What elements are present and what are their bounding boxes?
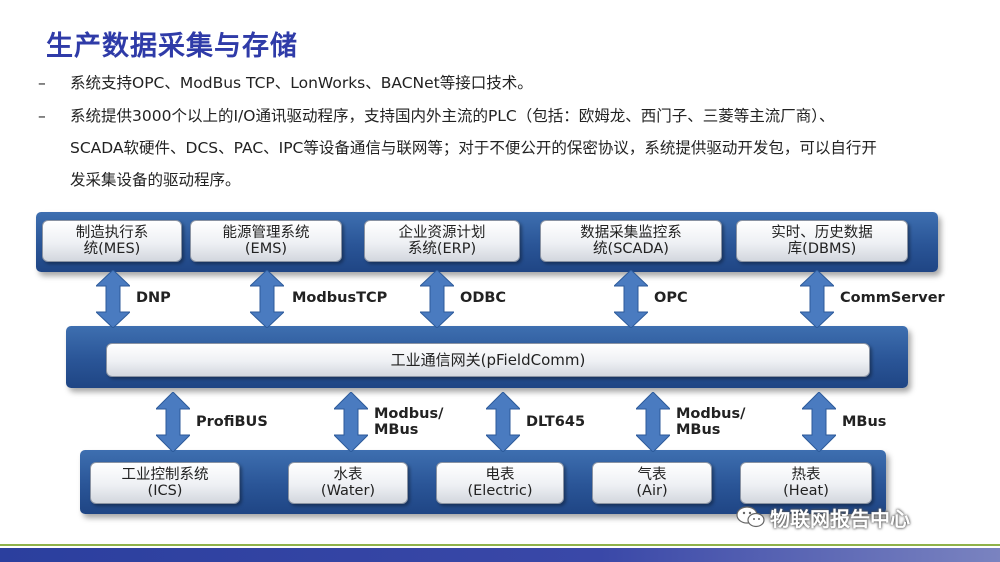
protocol-label-modbustcp: ModbusTCP (292, 290, 388, 306)
gateway-box: 工业通信网关(pFieldComm) (106, 343, 870, 377)
footer-accent-line (0, 544, 1000, 546)
wechat-icon (736, 505, 766, 533)
bullet-text: 发采集设备的驱动程序。 (70, 171, 241, 189)
double-arrow-icon (802, 392, 836, 452)
system-box-mes: 制造执行系 统(MES) (42, 220, 182, 262)
double-arrow-icon (800, 270, 834, 328)
bullet-text: SCADA软硬件、DCS、PAC、IPC等设备通信与联网等；对于不便公开的保密协… (70, 139, 877, 157)
protocol-label-odbc: ODBC (460, 290, 507, 306)
bullet-dash: – (38, 107, 46, 125)
page-title: 生产数据采集与存储 (46, 31, 298, 62)
double-arrow-icon (636, 392, 670, 452)
system-box-dbms: 实时、历史数据 库(DBMS) (736, 220, 908, 262)
device-box-electric: 电表 (Electric) (436, 462, 564, 504)
protocol-label-modbus-mbus: Modbus/ MBus (676, 406, 746, 438)
double-arrow-icon (96, 270, 130, 328)
double-arrow-icon (334, 392, 368, 452)
bullet-dash: – (38, 74, 46, 92)
double-arrow-icon (250, 270, 284, 328)
system-box-ems: 能源管理系统 (EMS) (190, 220, 342, 262)
protocol-label-mbus: MBus (842, 414, 887, 430)
double-arrow-icon (156, 392, 190, 452)
protocol-label-opc: OPC (654, 290, 688, 306)
system-box-scada: 数据采集监控系 统(SCADA) (540, 220, 722, 262)
protocol-label-dlt645: DLT645 (526, 414, 586, 430)
system-box-erp: 企业资源计划 系统(ERP) (364, 220, 520, 262)
double-arrow-icon (420, 270, 454, 328)
device-box-water: 水表 (Water) (288, 462, 408, 504)
double-arrow-icon (486, 392, 520, 452)
protocol-label-profibus: ProfiBUS (196, 414, 268, 430)
double-arrow-icon (614, 270, 648, 328)
footer-bar (0, 548, 1000, 562)
bullet-text: 系统提供3000个以上的I/O通讯驱动程序，支持国内外主流的PLC（包括：欧姆龙… (70, 107, 835, 125)
device-box-air: 气表 (Air) (592, 462, 712, 504)
bullet-text: 系统支持OPC、ModBus TCP、LonWorks、BACNet等接口技术。 (70, 74, 533, 92)
protocol-label-dnp: DNP (136, 290, 171, 306)
device-box-heat: 热表 (Heat) (740, 462, 872, 504)
device-box-ics: 工业控制系统 (ICS) (90, 462, 240, 504)
protocol-label-modbus-mbus: Modbus/ MBus (374, 406, 444, 438)
protocol-label-commserver: CommServer (840, 290, 945, 306)
watermark-text: 物联网报告中心 (770, 507, 910, 531)
